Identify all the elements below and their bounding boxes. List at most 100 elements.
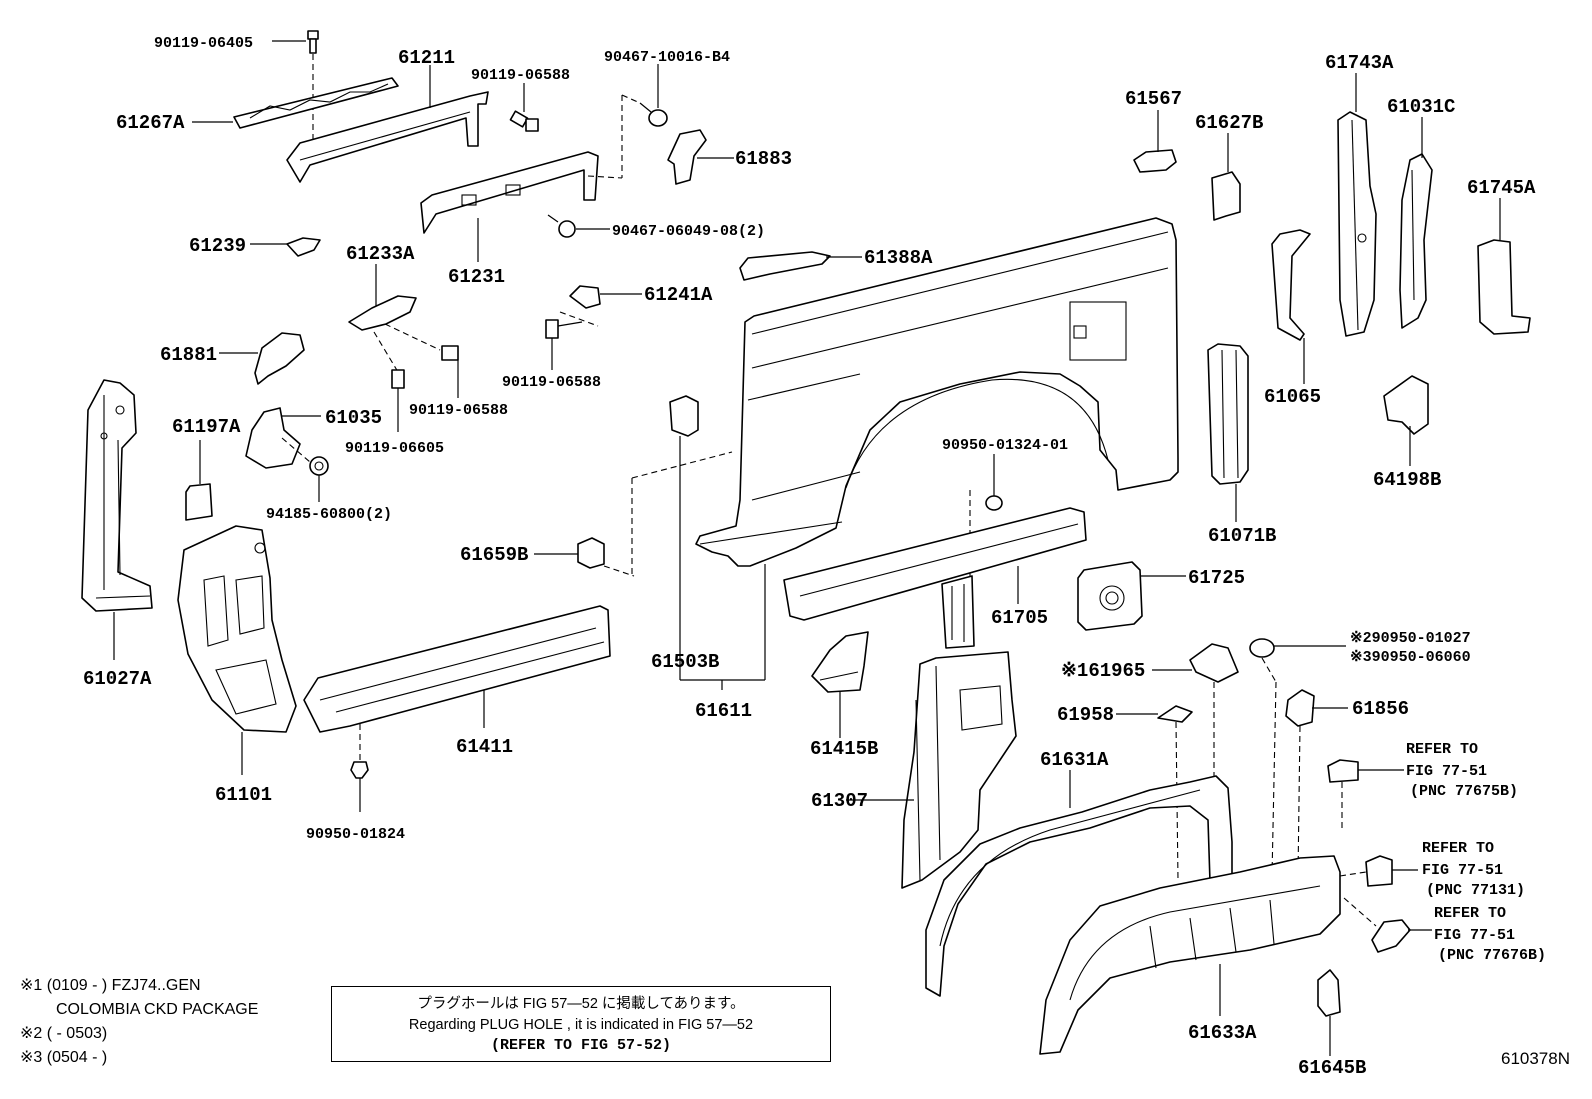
refer-part-77131: [1339, 855, 1418, 887]
part-61725: [1077, 561, 1186, 631]
part-61503b: [669, 395, 699, 680]
label-90950-01824: 90950-01824: [306, 826, 405, 843]
plug-note-refer: (REFER TO FIG 57-52): [490, 1037, 672, 1054]
label-61233a: 61233A: [346, 243, 415, 265]
part-61027a-pillar: [81, 379, 153, 660]
part-61627b: [1211, 133, 1241, 221]
part-61101-panel: [177, 525, 297, 775]
part-61031c: [1399, 117, 1433, 329]
label-61503b: 61503B: [651, 651, 719, 673]
plug-note-english: Regarding PLUG HOLE , it is indicated in…: [408, 1017, 754, 1033]
label-61239: 61239: [189, 235, 246, 257]
label-61743a: 61743A: [1325, 52, 1394, 74]
label-61965: ※161965: [1061, 660, 1145, 682]
footnote-3: ※3 (0504 - ): [20, 1049, 108, 1066]
label-61627b: 61627B: [1195, 112, 1263, 134]
label-61881: 61881: [160, 344, 217, 366]
refer-line2: FIG 77-51: [1406, 763, 1487, 780]
label-61856: 61856: [1352, 698, 1409, 720]
label-90119-06588-c: 90119-06588: [409, 402, 508, 419]
label-90119-06588-b: 90119-06588: [502, 374, 601, 391]
label-61567: 61567: [1125, 88, 1182, 110]
label-61031c: 61031C: [1387, 96, 1455, 118]
part-61267a-strip: [192, 77, 399, 129]
label-61307: 61307: [811, 790, 868, 812]
label-61241a: 61241A: [644, 284, 713, 306]
label-61267a: 61267A: [116, 112, 185, 134]
label-61883: 61883: [735, 148, 792, 170]
label-90467-10016-b4: 90467-10016-B4: [604, 49, 730, 66]
refer-block-77131: REFER TO FIG 77-51 (PNC 77131): [1422, 840, 1525, 899]
label-90119-06405: 90119-06405: [154, 35, 253, 52]
part-61035: [245, 407, 321, 469]
bolt-90119-06588-top: [509, 83, 539, 132]
screw-90467-06049-08: [547, 214, 610, 238]
refer-line1: REFER TO: [1422, 840, 1494, 857]
label-61211: 61211: [398, 47, 455, 69]
part-61856: [1285, 689, 1348, 877]
label-61725: 61725: [1188, 567, 1245, 589]
plug-90950-01027: [1249, 638, 1346, 877]
label-61065: 61065: [1264, 386, 1321, 408]
label-90119-06588-a: 90119-06588: [471, 67, 570, 84]
refer-part-77675b: [1327, 759, 1404, 830]
label-61633a: 61633A: [1188, 1022, 1257, 1044]
part-61743a: [1337, 73, 1377, 337]
label-64198b: 64198B: [1373, 469, 1441, 491]
label-61631a: 61631A: [1040, 749, 1109, 771]
label-61411: 61411: [456, 736, 513, 758]
plug-hole-note-box: プラグホールは FIG 57—52 に掲載してあります。 Regarding P…: [331, 986, 831, 1062]
label-61071b: 61071B: [1208, 525, 1276, 547]
label-90950-01324-01: 90950-01324-01: [942, 437, 1068, 454]
part-61388a: [739, 251, 862, 281]
bolt-90119-06405: [272, 30, 319, 150]
part-61567: [1133, 110, 1177, 173]
label-61035: 61035: [325, 407, 382, 429]
refer-line2: FIG 77-51: [1422, 862, 1503, 879]
bolt-90119-06588-right: [545, 311, 599, 370]
part-61411-rocker: [303, 605, 611, 762]
part-61071b: [1207, 343, 1249, 522]
footnote-1b: COLOMBIA CKD PACKAGE: [56, 1001, 259, 1018]
refer-line2: FIG 77-51: [1434, 927, 1515, 944]
label-94185-60800: 94185-60800(2): [266, 506, 392, 523]
part-64198b: [1383, 375, 1429, 466]
part-61645b: [1317, 969, 1341, 1056]
bolt-90119-06605: [391, 369, 405, 432]
part-61611-bed-side-panel: [603, 217, 1179, 690]
part-61197a: [185, 440, 213, 521]
label-61415b: 61415B: [810, 738, 878, 760]
part-61211-rail: [286, 65, 489, 183]
part-61958: [1116, 705, 1193, 881]
footnotes: ※1 (0109 - ) FZJ74..GEN COLOMBIA CKD PAC…: [20, 974, 258, 1070]
part-61659b: [534, 537, 605, 569]
part-61241a: [569, 285, 642, 309]
label-61197a: 61197A: [172, 416, 241, 438]
refer-line3: (PNC 77675B): [1410, 783, 1518, 800]
part-61231-bracket: [420, 151, 623, 262]
label-61958: 61958: [1057, 704, 1114, 726]
refer-block-77675b: REFER TO FIG 77-51 (PNC 77675B): [1406, 741, 1518, 800]
clip-90467-10016-b4: [621, 64, 668, 178]
part-61233a: [348, 264, 441, 373]
part-61065: [1271, 229, 1311, 384]
refer-block-77676b: REFER TO FIG 77-51 (PNC 77676B): [1434, 905, 1546, 964]
part-61307: [846, 651, 1017, 889]
footnote-1a: ※1 (0109 - ) FZJ74..GEN: [20, 977, 201, 994]
part-61705-sill: [783, 507, 1087, 649]
refer-line3: (PNC 77131): [1426, 882, 1525, 899]
part-61239: [250, 237, 321, 257]
plug-note-japanese: プラグホールは FIG 57—52 に掲載してあります。: [417, 996, 745, 1012]
label-61611: 61611: [695, 700, 752, 722]
figure-id: 610378N: [1500, 1049, 1570, 1068]
label-61705: 61705: [991, 607, 1048, 629]
label-61027a: 61027A: [83, 668, 152, 690]
nut-94185-60800: [309, 456, 329, 502]
part-61415b: [811, 631, 869, 738]
refer-part-77676b: [1343, 897, 1432, 953]
label-90950-06060: ※390950-06060: [1350, 649, 1471, 666]
clip-90950-01824: [350, 761, 369, 812]
label-61388a: 61388A: [864, 247, 933, 269]
part-61883-bracket: [667, 129, 734, 185]
